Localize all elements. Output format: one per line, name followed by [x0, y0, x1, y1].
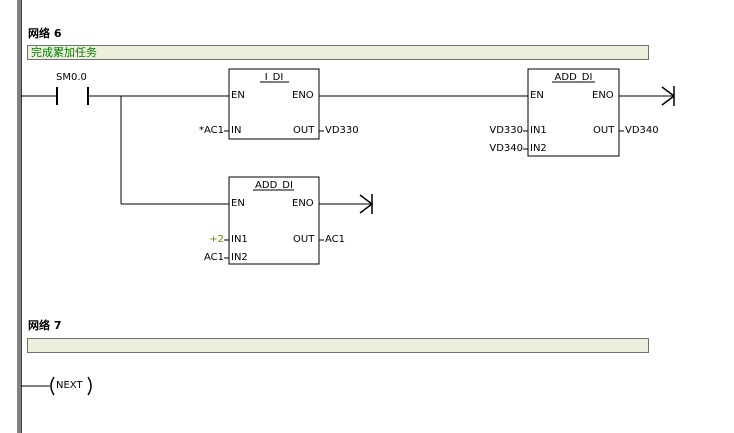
network-6-comment-bar[interactable]: 完成累加任务: [27, 45, 649, 60]
operand-out[interactable]: AC1: [325, 234, 346, 245]
add-di-box-2[interactable]: [228, 176, 320, 265]
pin-in2: IN2: [231, 252, 248, 263]
pin-in2: IN2: [530, 143, 547, 154]
box-name: ADD_DI: [255, 180, 293, 191]
network-7-comment-bar[interactable]: [27, 338, 649, 353]
box-name: I_DI: [264, 72, 284, 83]
pin-eno: ENO: [292, 90, 314, 101]
operand-out[interactable]: VD330: [325, 125, 359, 136]
pin-eno: ENO: [292, 198, 314, 209]
network-6-title[interactable]: 网络 6: [28, 27, 62, 40]
pin-en: EN: [231, 90, 245, 101]
pin-in1: IN1: [231, 234, 248, 245]
add-di-box-1[interactable]: [527, 68, 620, 157]
contact-sm0-0[interactable]: [56, 87, 89, 105]
pin-en: EN: [231, 198, 245, 209]
pin-out: OUT: [293, 234, 315, 245]
operand-out[interactable]: VD340: [625, 125, 659, 136]
operand-in[interactable]: *AC1: [198, 125, 224, 136]
output-arrow-icon: [359, 194, 374, 214]
operand-in1-constant[interactable]: +2: [209, 234, 224, 245]
operand-in1[interactable]: VD330: [489, 125, 523, 136]
operand-in2[interactable]: VD340: [489, 143, 523, 154]
contact-address: SM0.0: [56, 72, 87, 83]
operand-in2[interactable]: AC1: [203, 252, 224, 263]
coil-label: NEXT: [56, 380, 83, 391]
pin-en: EN: [530, 90, 544, 101]
box-name: ADD_DI: [554, 72, 593, 83]
output-arrow-icon: [661, 86, 676, 106]
network-7-title[interactable]: 网络 7: [28, 319, 62, 332]
pin-out: OUT: [293, 125, 315, 136]
pin-out: OUT: [593, 125, 615, 136]
pin-in1: IN1: [530, 125, 547, 136]
pin-in: IN: [231, 125, 242, 136]
network-6-comment: 完成累加任务: [31, 46, 97, 59]
i-di-box[interactable]: [228, 68, 320, 140]
pin-eno: ENO: [592, 90, 614, 101]
power-rail: [17, 0, 22, 433]
coil-next[interactable]: [50, 376, 92, 396]
